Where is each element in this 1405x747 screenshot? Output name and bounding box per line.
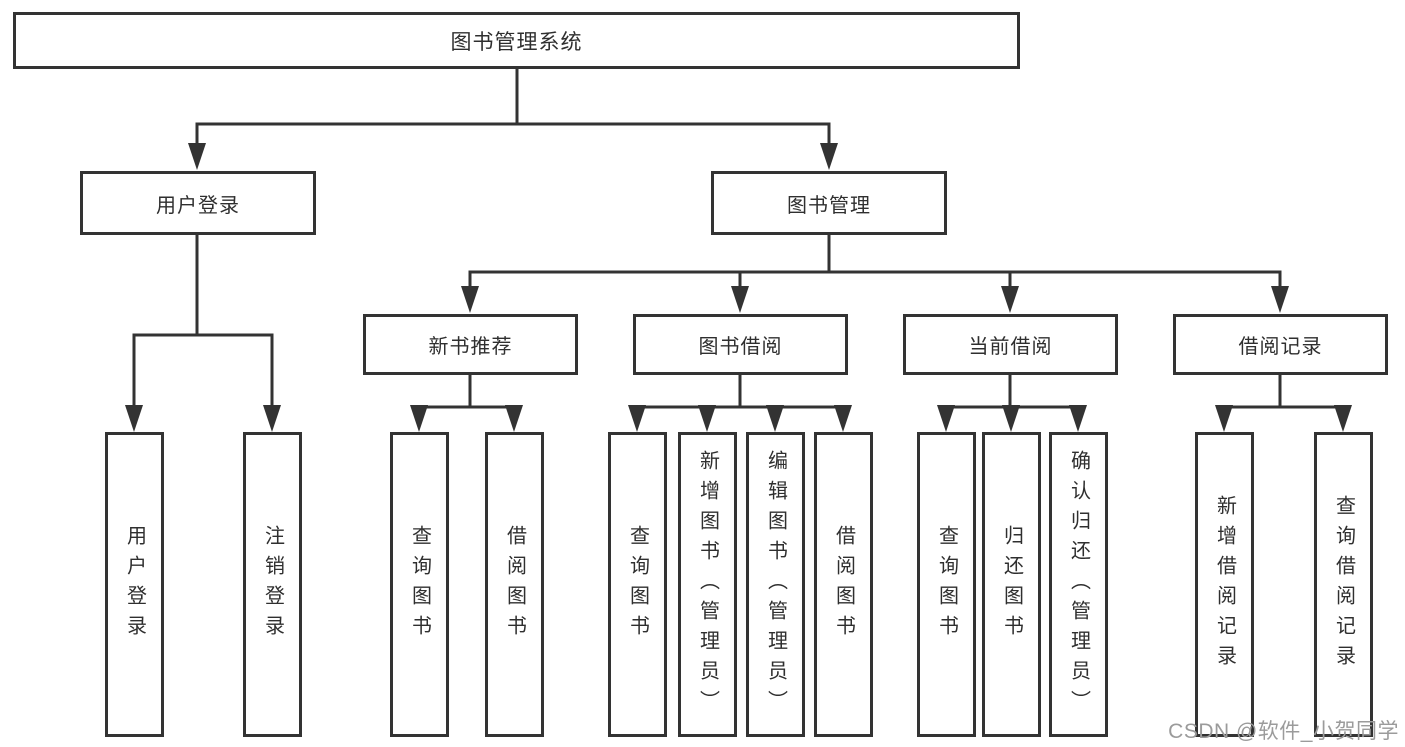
leaf-confirm-return-admin: 确认归还（管理员） (1049, 432, 1108, 737)
node-book-borrowing: 图书借阅 (633, 314, 848, 375)
leaf-edit-book-admin: 编辑图书（管理员） (746, 432, 805, 737)
leaf-query-books-borrowing: 查询图书 (608, 432, 667, 737)
leaf-add-borrow-record: 新增借阅记录 (1195, 432, 1254, 737)
arrowheads (125, 143, 1352, 432)
node-book-management-label: 图书管理 (787, 194, 871, 217)
leaf-query-books-current-label: 查询图书 (935, 524, 958, 645)
leaf-query-books-borrowing-label: 查询图书 (626, 524, 649, 645)
leaf-user-login: 用户登录 (105, 432, 164, 737)
leaf-query-borrow-record: 查询借阅记录 (1314, 432, 1373, 737)
node-root-label: 图书管理系统 (450, 30, 583, 54)
node-current-borrowing: 当前借阅 (903, 314, 1118, 375)
node-book-management: 图书管理 (711, 171, 947, 235)
watermark: CSDN @软件_小贺同学 (1168, 720, 1399, 743)
leaf-query-borrow-record-label: 查询借阅记录 (1332, 494, 1355, 675)
node-user-login-label: 用户登录 (156, 194, 240, 217)
leaf-confirm-return-admin-label: 确认归还（管理员） (1067, 449, 1090, 720)
leaf-borrow-books-borrowing: 借阅图书 (814, 432, 873, 737)
leaf-query-books-current: 查询图书 (917, 432, 976, 737)
node-new-book-recommendation: 新书推荐 (363, 314, 578, 375)
leaf-query-books-recommend-label: 查询图书 (408, 524, 431, 645)
node-book-borrowing-label: 图书借阅 (698, 336, 783, 358)
leaf-logout-label: 注销登录 (261, 524, 284, 645)
node-new-book-recommendation-label: 新书推荐 (428, 336, 513, 358)
leaf-add-book-admin-label: 新增图书（管理员） (696, 449, 719, 720)
node-user-login: 用户登录 (80, 171, 316, 235)
leaf-query-books-recommend: 查询图书 (390, 432, 449, 737)
leaf-add-borrow-record-label: 新增借阅记录 (1213, 494, 1236, 675)
leaf-return-books-label: 归还图书 (1000, 524, 1023, 645)
leaf-return-books: 归还图书 (982, 432, 1041, 737)
leaf-edit-book-admin-label: 编辑图书（管理员） (764, 449, 787, 720)
leaf-borrow-books-borrowing-label: 借阅图书 (832, 524, 855, 645)
leaf-add-book-admin: 新增图书（管理员） (678, 432, 737, 737)
node-current-borrowing-label: 当前借阅 (968, 336, 1053, 358)
leaf-user-login-label: 用户登录 (123, 524, 146, 645)
node-borrowing-records-label: 借阅记录 (1238, 336, 1323, 358)
leaf-borrow-books-recommend-label: 借阅图书 (503, 524, 526, 645)
leaf-borrow-books-recommend: 借阅图书 (485, 432, 544, 737)
node-root: 图书管理系统 (13, 12, 1020, 69)
leaf-logout: 注销登录 (243, 432, 302, 737)
node-borrowing-records: 借阅记录 (1173, 314, 1388, 375)
